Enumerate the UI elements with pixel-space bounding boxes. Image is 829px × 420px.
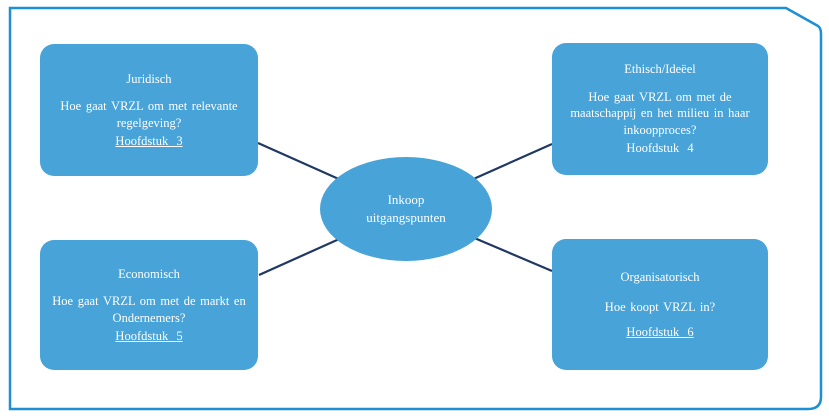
chapter-link-3[interactable]: Hoofdstuk 3 [115,134,183,148]
node-juridisch: Juridisch Hoe gaat VRZL om met relevante… [40,44,258,176]
node-body: Hoe gaat VRZL om met relevante regelgevi… [60,99,238,130]
node-body: Hoe gaat VRZL om met de maatschappij en … [570,89,750,137]
node-title: Organisatorisch [620,269,700,284]
node-title: Economisch [118,266,180,281]
frame-border [8,6,823,411]
node-economisch: Economisch Hoe gaat VRZL om met de markt… [40,240,258,370]
chapter-link-5[interactable]: Hoofdstuk 5 [115,329,183,343]
node-title: Juridisch [126,71,172,86]
node-ethisch: Ethisch/Ideëel Hoe gaat VRZL om met de m… [552,43,768,175]
node-title: Ethisch/Ideëel [624,62,696,77]
node-body: Hoe koopt VRZL in? [604,300,716,315]
chapter-link-6[interactable]: Hoofdstuk 6 [626,324,694,339]
center-ellipse [320,157,492,261]
node-body: Hoe gaat VRZL om met de markt en Onderne… [52,294,246,325]
chapter-label-4: Hoofdstuk 4 [626,141,694,156]
node-organisatorisch: Organisatorisch Hoe koopt VRZL in? Hoofd… [552,239,768,370]
